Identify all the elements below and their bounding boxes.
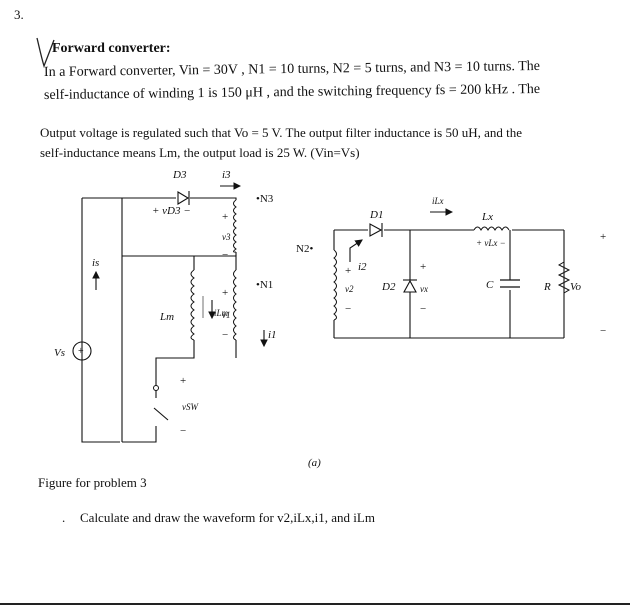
d3-diode <box>177 191 190 205</box>
label-vd3: + vD3 − <box>152 205 191 217</box>
label-vsw-minus: − <box>180 425 186 437</box>
label-n1: •N1 <box>256 279 273 291</box>
label-d2: D2 <box>381 281 396 293</box>
d2-diode <box>403 279 417 293</box>
primary-left-wire <box>81 198 120 443</box>
lm-bottom-wire <box>155 340 195 386</box>
n1-top-wire <box>194 255 237 270</box>
lm-top-wire <box>122 255 195 270</box>
label-vsw-plus: + <box>180 375 186 387</box>
label-i3: i3 <box>222 169 231 181</box>
label-d3: D3 <box>172 169 187 181</box>
label-i1: i1 <box>268 329 277 341</box>
task-bullet: . <box>62 510 66 525</box>
switch-blade <box>153 407 169 421</box>
figure-sub-label: (a) <box>308 457 321 469</box>
problem-number: 3. <box>14 7 24 22</box>
label-vx-plus: + <box>420 261 426 273</box>
label-v1-plus: + <box>222 287 228 299</box>
label-vlx: + vLx − <box>476 238 506 248</box>
label-c: C <box>486 279 494 291</box>
label-is: is <box>92 257 99 269</box>
label-n2: N2• <box>296 243 313 255</box>
label-v2: v2 <box>345 284 354 294</box>
problem-text-line-4: self-inductance means Lm, the output loa… <box>40 145 360 160</box>
bottom-rule <box>0 603 630 605</box>
vs-source-circle <box>72 341 92 361</box>
r-resistor <box>557 261 571 294</box>
label-v2-plus: + <box>345 265 351 277</box>
label-v1-minus: − <box>222 329 228 341</box>
label-n3: •N3 <box>256 193 274 205</box>
problem-text-line-3: Output voltage is regulated such that Vo… <box>40 125 522 140</box>
handwritten-check-mark <box>36 37 55 69</box>
task-text: Calculate and draw the waveform for v2,i… <box>80 510 375 525</box>
label-v3: v3 <box>222 232 231 242</box>
switch-lower-wire <box>122 426 157 443</box>
c-capacitor <box>500 279 520 290</box>
label-v1: v1 <box>222 310 231 320</box>
label-ilm: iLm <box>214 308 229 318</box>
label-vo-minus: − <box>600 325 606 337</box>
label-vs-plus: + <box>78 346 84 357</box>
problem-heading: Forward converter: <box>52 41 171 56</box>
label-r: R <box>543 281 551 293</box>
i2-arrow <box>349 239 363 262</box>
label-ilx: iLx <box>432 196 444 206</box>
figure-caption: Figure for problem 3 <box>38 475 147 490</box>
label-vo-plus: + <box>600 231 606 243</box>
switch-terminal <box>153 385 159 391</box>
label-v2-minus: − <box>345 303 351 315</box>
d3-right-wire <box>190 197 237 200</box>
label-vx: vx <box>420 284 428 294</box>
n3-coil <box>233 199 237 253</box>
label-v3-minus: − <box>222 249 228 261</box>
label-v3-plus: + <box>222 211 228 223</box>
d1-diode <box>369 223 383 237</box>
lm-coil <box>190 269 195 341</box>
label-vsw: vSW <box>182 402 199 412</box>
n1-coil <box>233 269 237 341</box>
label-lx: Lx <box>481 211 493 223</box>
label-i2: i2 <box>358 261 367 273</box>
lx-coil <box>473 226 510 231</box>
label-vx-minus: − <box>420 303 426 315</box>
label-d1: D1 <box>369 209 383 221</box>
n2-coil <box>333 249 337 321</box>
label-lm: Lm <box>159 311 174 323</box>
label-vo: Vo <box>570 281 582 293</box>
label-vs: Vs <box>54 347 65 359</box>
